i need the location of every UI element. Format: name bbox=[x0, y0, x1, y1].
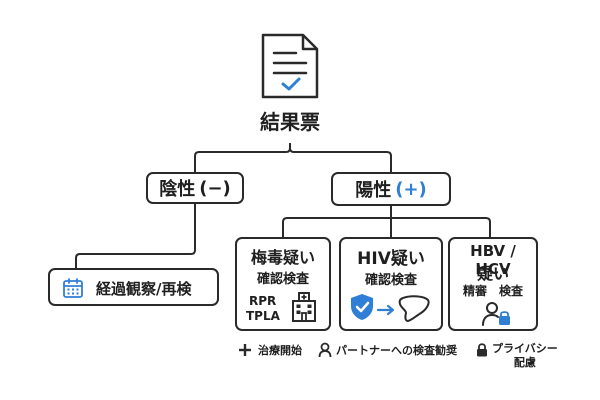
lock-icon bbox=[476, 342, 488, 357]
legend-partner-label: パートナーへの検査勧奨 bbox=[336, 344, 457, 357]
legend-partner: パートナーへの検査勧奨 bbox=[318, 342, 457, 358]
calendar-icon bbox=[62, 277, 84, 299]
negative-label: 陰性 bbox=[159, 179, 196, 200]
positive-label: 陽性 bbox=[355, 180, 392, 201]
root-title: 結果票 bbox=[260, 109, 320, 134]
followup-label: 経過観察/再検 bbox=[96, 280, 192, 298]
syphilis-card-title: 梅毒疑い bbox=[250, 248, 315, 267]
positive-node: 陽性 (+) bbox=[331, 172, 451, 206]
document-check-icon bbox=[259, 32, 321, 100]
test-tpla-label: TPLA bbox=[246, 309, 280, 323]
plus-icon bbox=[238, 343, 252, 357]
legend-privacy-label-line1: プライバシー bbox=[492, 342, 558, 355]
legend-privacy-label-line2: 配慮 bbox=[513, 356, 536, 369]
hiv-card-subtitle: 確認検査 bbox=[364, 273, 417, 288]
syphilis-card-subtitle: 確認検査 bbox=[256, 272, 309, 287]
hbv-hcv-card-title-line1: HBV / HCV bbox=[470, 242, 516, 278]
person-lock-icon bbox=[481, 301, 511, 327]
liver-icon bbox=[397, 293, 431, 323]
positive-sign: (+) bbox=[395, 178, 427, 200]
hiv-card-title: HIV疑い bbox=[357, 249, 425, 269]
legend-treatment-label: 治療開始 bbox=[258, 344, 302, 357]
legend-privacy: プライバシー 配慮 bbox=[476, 342, 558, 370]
person-icon bbox=[318, 342, 332, 358]
hbv-hcv-card-subtitle: 精審 検査 bbox=[462, 284, 523, 298]
negative-sign: (−) bbox=[199, 177, 231, 199]
shield-check-icon bbox=[349, 292, 375, 322]
hospital-icon bbox=[289, 291, 319, 323]
arrow-right-icon bbox=[376, 301, 395, 316]
legend-treatment: 治療開始 bbox=[238, 342, 302, 358]
hbv-hcv-card: HBV / HCV 疑い 精審 検査 bbox=[448, 237, 538, 331]
test-rpr-label: RPR bbox=[249, 294, 277, 308]
negative-node: 陰性 (−) bbox=[146, 172, 244, 204]
followup-node: 経過観察/再検 bbox=[48, 268, 219, 306]
syphilis-card: 梅毒疑い 確認検査 RPR TPLA bbox=[235, 237, 331, 331]
hbv-hcv-card-title-line2: 疑い bbox=[476, 264, 509, 283]
hiv-card: HIV疑い 確認検査 bbox=[339, 237, 443, 331]
